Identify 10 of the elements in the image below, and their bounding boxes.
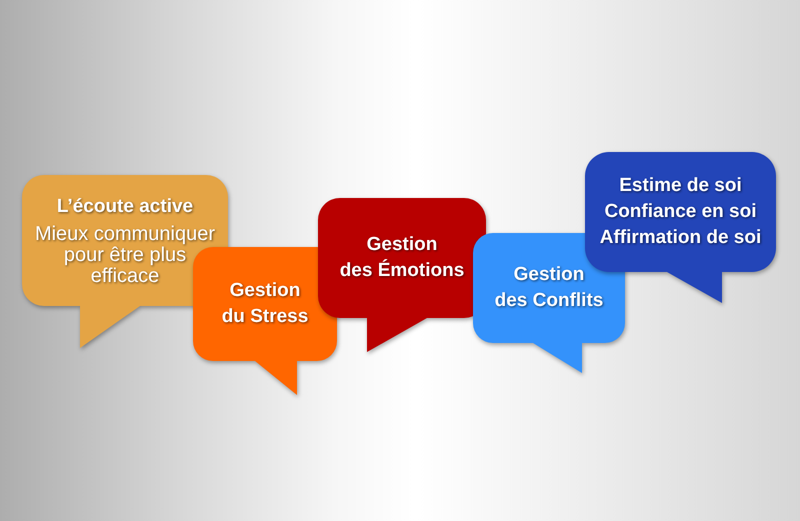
speech-bubble	[318, 198, 486, 352]
bubble-heading: L’écoute active	[56, 195, 194, 219]
bubble-text: Affirmation de soi	[600, 226, 762, 250]
bubble-text: Confiance en soi	[604, 200, 757, 224]
bubble-text: Gestion des Émotions	[340, 233, 464, 283]
bubble-text: Gestion des Conflits	[494, 263, 604, 313]
speech-bubble	[193, 247, 337, 395]
bubble-text: Mieux communiquer pour être plus efficace	[34, 224, 216, 287]
bubble-text: Gestion du Stress	[222, 279, 308, 329]
bubble-text: Estime de soi	[619, 174, 742, 198]
